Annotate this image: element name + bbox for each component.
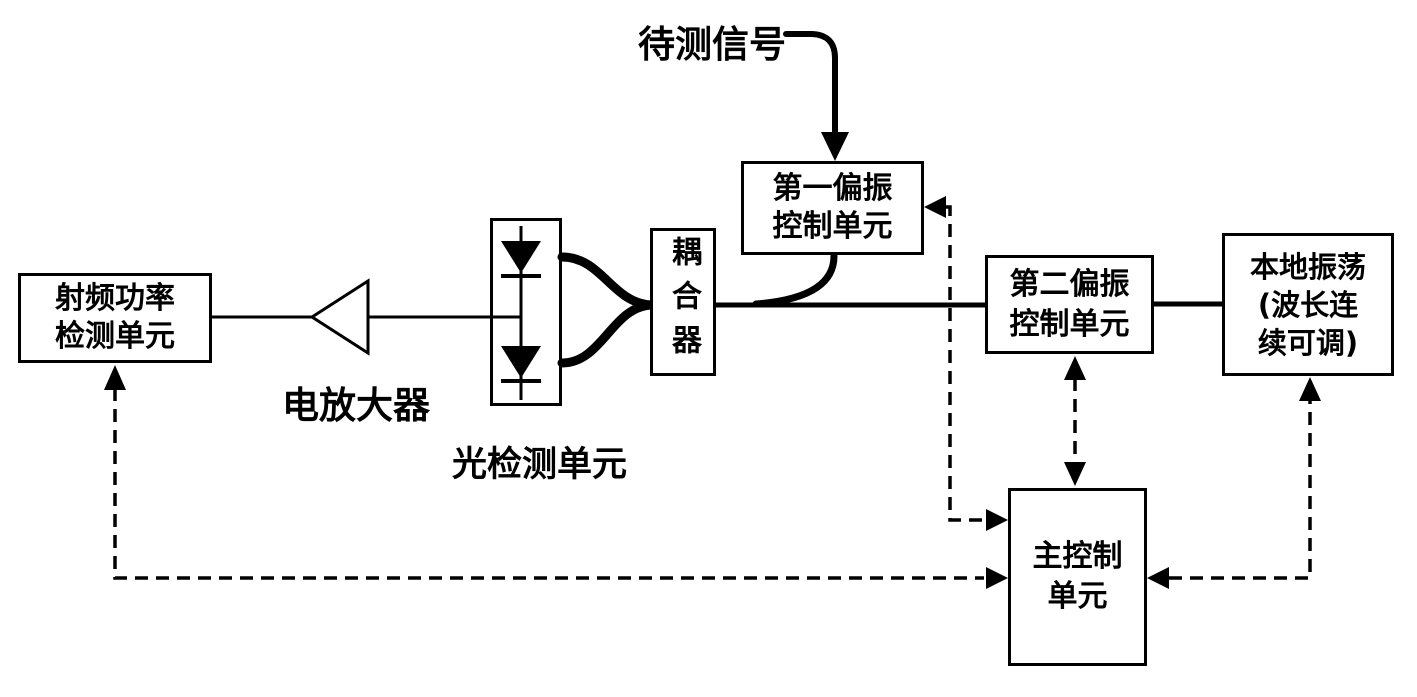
photodiode-top-icon — [501, 241, 541, 273]
main-to-lo-dashed — [1169, 399, 1312, 580]
fiber-bottom-curve — [557, 300, 656, 368]
rf-power-detection-line1: 射频功率 — [55, 281, 175, 316]
main-left-upper-arrowhead-icon — [986, 509, 1008, 531]
pol2-arrowhead-icon — [1064, 356, 1086, 380]
coupler-label: 耦合器 — [666, 236, 701, 368]
main-left-lower-arrowhead-icon — [986, 567, 1008, 589]
main-control-line1: 主控制 — [1032, 539, 1123, 574]
main-top-arrowhead-icon — [1064, 462, 1086, 486]
main-control-line2: 单元 — [1047, 579, 1108, 614]
electrical-amplifier-label: 电放大器 — [282, 384, 430, 427]
signal-input-arrowhead-icon — [821, 132, 849, 161]
rf-arrowhead-icon — [104, 365, 126, 390]
fiber-top-curve — [557, 252, 656, 310]
first-polarization-line1: 第一偏振 — [772, 171, 893, 206]
lo-arrowhead-icon — [1299, 377, 1321, 401]
main-control-box: 主控制 单元 — [1008, 488, 1147, 666]
second-polarization-line1: 第二偏振 — [1009, 266, 1130, 302]
signal-under-test-label: 待测信号 — [638, 23, 786, 66]
second-polarization-line2: 控制单元 — [1009, 306, 1130, 342]
second-polarization-control-box: 第二偏振 控制单元 — [985, 255, 1154, 354]
rf-power-detection-box: 射频功率 检测单元 — [18, 273, 212, 363]
first-polarization-control-box: 第一偏振 控制单元 — [741, 161, 924, 255]
main-to-rf-dashed — [113, 388, 984, 580]
local-oscillator-box: 本地振荡 (波长连 续可调) — [1222, 233, 1394, 376]
main-to-pol1-dashed — [946, 205, 984, 522]
pol1-to-coupler-fiber — [752, 252, 838, 308]
optical-detection-unit-label: 光检测单元 — [452, 445, 628, 485]
amplifier-triangle-icon — [309, 278, 370, 356]
coupler-box: 耦合器 — [650, 228, 716, 376]
local-oscillator-line3: 续可调) — [1257, 325, 1359, 360]
photodetector-box — [490, 218, 562, 406]
rf-power-detection-line2: 检测单元 — [55, 319, 175, 354]
first-polarization-line2: 控制单元 — [772, 209, 893, 244]
pol1-arrowhead-icon — [924, 196, 946, 218]
local-oscillator-line2: (波长连 — [1257, 287, 1359, 322]
photodiode-bottom-icon — [501, 346, 541, 378]
local-oscillator-line1: 本地振荡 — [1249, 249, 1366, 284]
main-right-arrowhead-icon — [1147, 567, 1169, 589]
signal-input-line — [783, 31, 838, 139]
